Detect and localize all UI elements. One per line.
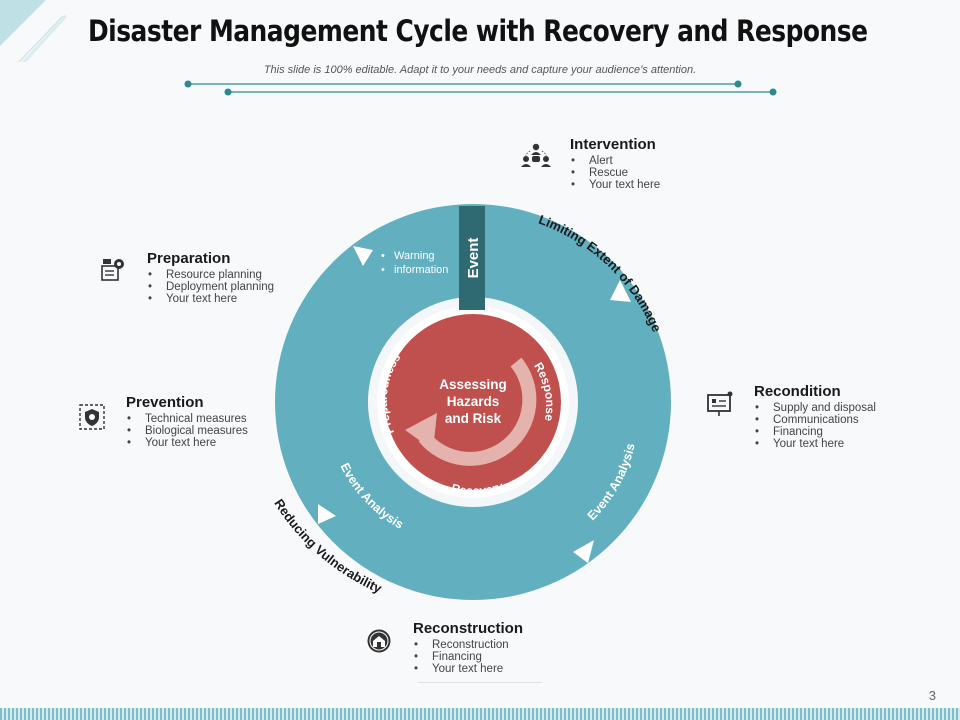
warning-list: • Warning • information [381,250,448,276]
list-item: Resource planning [147,269,274,281]
svg-text:information: information [394,264,448,276]
list-item: Supply and disposal [754,402,876,414]
recondition-block: Recondition Supply and disposal Communic… [754,383,876,450]
reconstruction-block: Reconstruction Reconstruction Financing … [413,620,523,675]
list-item: Deployment planning [147,281,274,293]
prevention-block: Prevention Technical measures Biological… [126,394,248,449]
list-item: Communications [754,414,876,426]
svg-text:Assessing: Assessing [439,377,507,392]
recovery-cycle-arrow [405,357,537,466]
event-bar [459,206,485,310]
preparation-title: Preparation [147,250,231,267]
svg-text:Hazards: Hazards [447,394,500,409]
svg-text:•: • [381,264,385,276]
reconstruction-underline [418,682,542,683]
page-title: Disaster Management Cycle with Recovery … [88,14,868,48]
direction-arrow-icon [353,246,373,266]
svg-text:and Risk: and Risk [445,411,502,426]
list-item: Alert [570,155,660,167]
direction-arrow-icon [318,504,336,524]
shield-gear-icon [79,404,105,430]
people-chat-icon [521,143,551,167]
preparation-list: Resource planning Deployment planning Yo… [147,269,274,305]
reconstruction-title: Reconstruction [413,620,524,637]
planning-gear-icon [101,259,124,281]
list-item: Your text here [126,437,248,449]
intervention-list: Alert Rescue Your text here [570,155,660,191]
intervention-title: Intervention [570,136,656,153]
footer-stripe [0,708,960,720]
subtitle-divider [184,80,777,96]
board-chart-icon [707,391,733,416]
recondition-title: Recondition [754,383,841,400]
prevention-title: Prevention [126,394,204,411]
list-item: Your text here [570,179,660,191]
list-item: Your text here [147,293,274,305]
direction-arrow-icon [573,540,594,563]
list-item: Technical measures [126,413,248,425]
list-item: Biological measures [126,425,248,437]
event-label: Event [465,238,482,279]
reconstruction-list: Reconstruction Financing Your text here [413,639,523,675]
list-item: Financing [754,426,876,438]
svg-text:Warning: Warning [394,250,435,262]
page-number: 3 [928,688,936,703]
list-item: Your text here [754,438,876,450]
label-recovery: Recovery [450,479,505,498]
center-text: Assessing Hazards and Risk [439,377,507,426]
list-item: Your text here [413,663,523,675]
list-item: Reconstruction [413,639,523,651]
corner-decoration [0,0,66,62]
list-item: Rescue [570,167,660,179]
prevention-list: Technical measures Biological measures Y… [126,413,248,449]
direction-arrow-icon [610,280,631,302]
svg-text:•: • [381,250,385,262]
list-item: Financing [413,651,523,663]
page-subtitle: This slide is 100% editable. Adapt it to… [263,64,697,76]
recondition-list: Supply and disposal Communications Finan… [754,402,876,450]
intervention-block: Intervention Alert Rescue Your text here [570,136,660,191]
house-repair-icon [367,629,391,653]
preparation-block: Preparation Resource planning Deployment… [147,250,274,305]
